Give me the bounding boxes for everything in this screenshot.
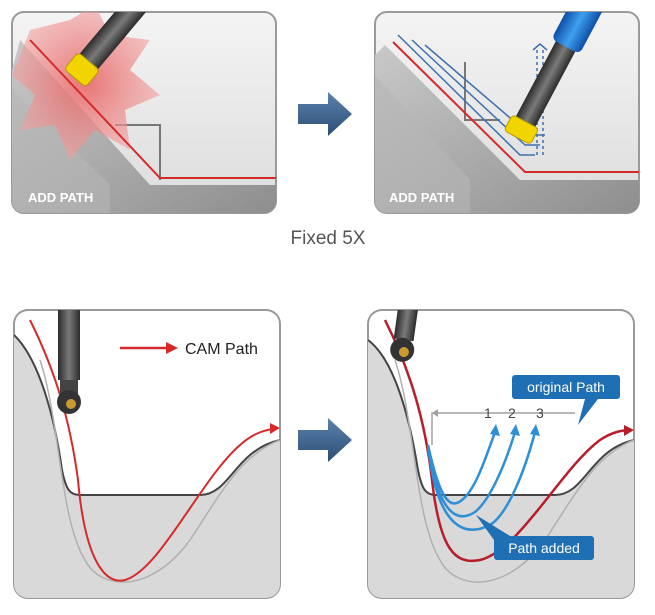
path-number-2: 2: [508, 405, 516, 421]
add-path-label-right: ADD PATH: [389, 190, 454, 205]
path-number-3: 3: [536, 405, 544, 421]
original-path-curve: [383, 319, 633, 563]
ball-end-mill: [57, 310, 81, 414]
callout-original-text: original Path: [527, 379, 605, 395]
bottom-left-panel: CAM Path: [13, 309, 281, 599]
callout-path-added: Path added: [476, 515, 594, 560]
callout-original-path: original Path: [512, 375, 620, 425]
legend-label-cam-path: CAM Path: [185, 341, 258, 358]
bottom-right-panel: 1 2 3 original Path Path added: [367, 309, 635, 599]
path-number-1: 1: [484, 405, 492, 421]
flow-arrow-bottom: [298, 418, 352, 462]
red-toolpath-right: [392, 41, 639, 173]
caption-fixed-5x: Fixed 5X: [291, 228, 366, 249]
flow-arrow-top: [298, 92, 352, 136]
legend-cam-path: CAM Path: [120, 341, 258, 358]
callout-added-text: Path added: [508, 540, 580, 556]
top-left-panel: ADD PATH: [11, 11, 277, 214]
top-right-panel: ADD PATH: [374, 11, 640, 214]
cutting-tool-tilted: [504, 12, 604, 144]
cutting-tool: [65, 12, 162, 86]
cam-path-curve: [29, 319, 279, 582]
tilted-ball-end-mill: [390, 310, 422, 362]
add-path-label-left: ADD PATH: [28, 190, 93, 205]
red-toolpath: [29, 39, 276, 179]
